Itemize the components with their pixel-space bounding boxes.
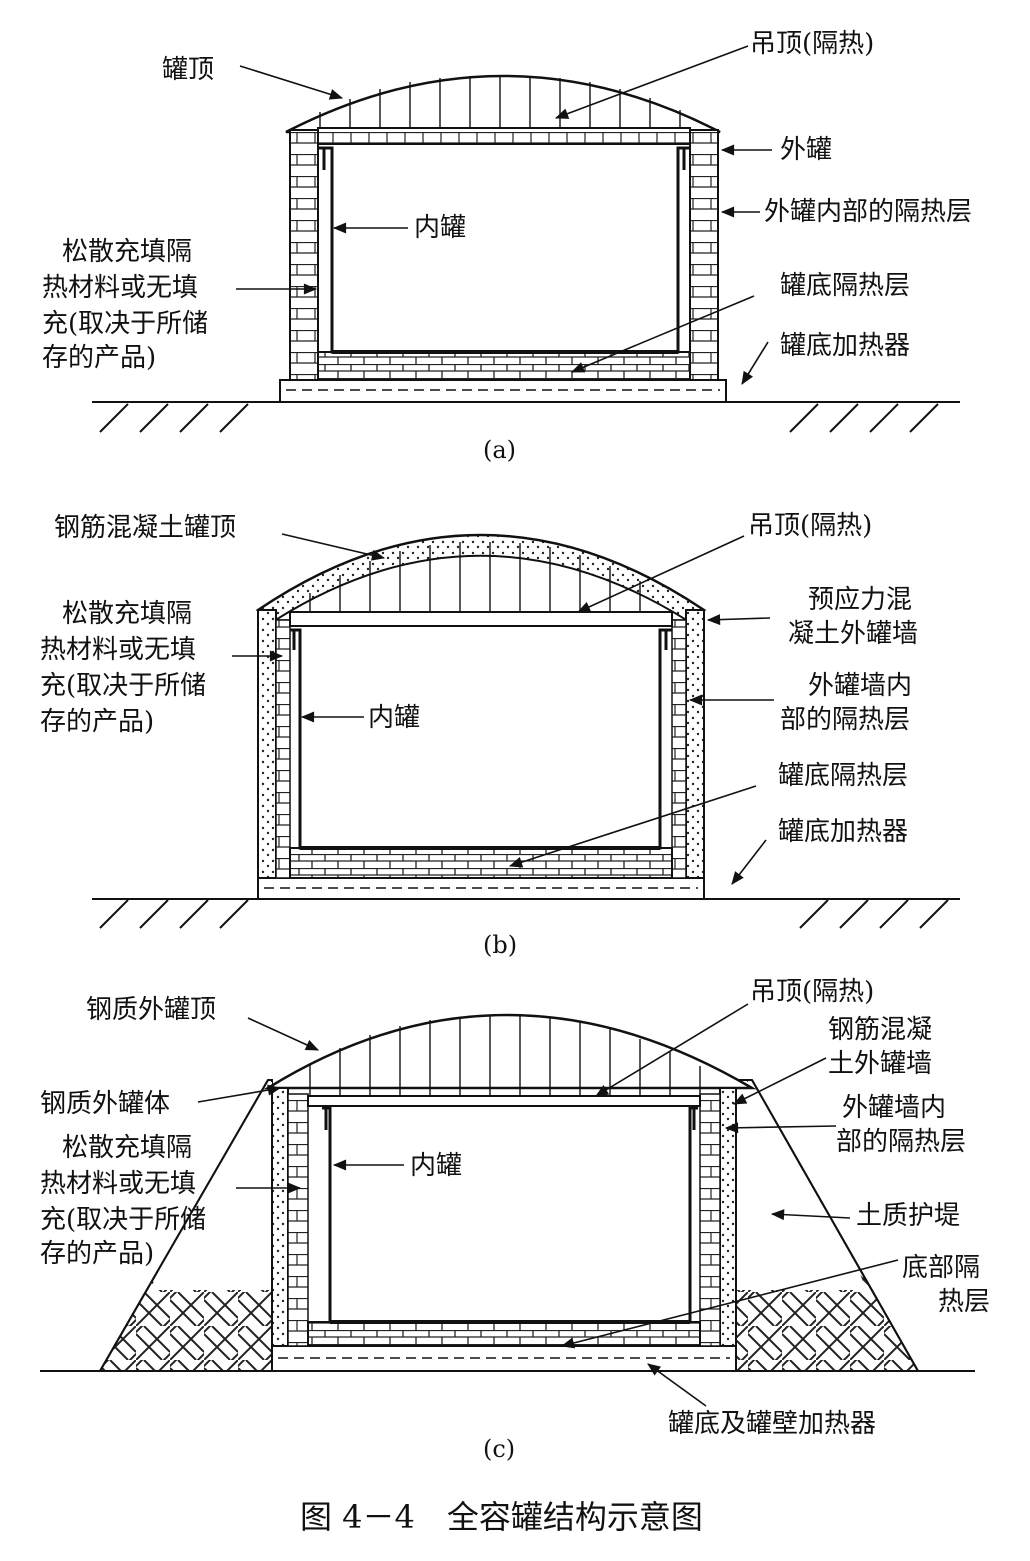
wall-insulation-right-b	[671, 619, 687, 879]
label-loose-fill-c: 松散充填隔 热材料或无填 充(取决于所储 存的产品)	[40, 1133, 214, 1269]
label-rc-roof-b: 钢筋混凝土罐顶	[54, 513, 236, 543]
panel-tag-c: (c)	[483, 1435, 515, 1463]
panel-tag-a: (a)	[483, 436, 516, 464]
label-bottom-insulation-c: 底部隔 热层	[902, 1253, 990, 1317]
panel-tag-b: (b)	[483, 931, 517, 959]
label-bottom-insulation-a: 罐底隔热层	[780, 271, 910, 301]
wall-insulation-left-b	[275, 619, 291, 879]
ground-b	[92, 898, 960, 929]
label-inner-tank-c: 内罐	[410, 1151, 462, 1181]
foundation-slab-a	[279, 379, 727, 403]
label-inner-tank-a: 内罐	[414, 213, 466, 243]
panel-b: 钢筋混凝土罐顶 吊顶(隔热) 预应力混 凝土外罐墙 外罐墙内 部的隔热层 内罐 …	[40, 511, 960, 959]
label-roof-a: 罐顶	[162, 55, 214, 85]
label-suspended-deck-c: 吊顶(隔热)	[750, 977, 874, 1007]
leaders-b	[232, 533, 774, 885]
label-suspended-deck-a: 吊顶(隔热)	[750, 29, 874, 59]
label-bottom-heater-b: 罐底加热器	[778, 817, 908, 847]
label-earth-bund-c: 土质护堤	[856, 1201, 960, 1231]
prestressed-wall-right-b	[685, 609, 705, 879]
tank-roof-a	[285, 74, 721, 134]
wall-insulation-right-c	[699, 1093, 721, 1347]
label-steel-roof-c: 钢质外罐顶	[86, 995, 216, 1025]
label-suspended-deck-b: 吊顶(隔热)	[748, 511, 872, 541]
label-wall-insulation-b: 外罐墙内 部的隔热层	[780, 671, 920, 735]
label-rc-wall-c: 钢筋混凝 土外罐墙	[828, 1015, 940, 1079]
label-wall-insulation-c: 外罐墙内 部的隔热层	[836, 1093, 966, 1157]
label-inner-tank-b: 内罐	[368, 703, 420, 733]
outer-wall-right-a	[689, 129, 719, 381]
suspended-deck-c	[307, 1095, 701, 1107]
bottom-insulation-c	[307, 1321, 701, 1347]
outer-wall-left-a	[289, 129, 319, 381]
label-bottom-heater-a: 罐底加热器	[780, 331, 910, 361]
label-loose-fill-a: 松散充填隔 热材料或无填 充(取决于所储 存的产品)	[42, 237, 216, 373]
rc-wall-left-c	[271, 1087, 289, 1347]
label-bottom-insulation-b: 罐底隔热层	[778, 761, 908, 791]
label-outer-tank-a: 外罐	[780, 135, 832, 165]
leaders-a	[236, 45, 772, 385]
inner-tank-b	[290, 628, 672, 850]
label-steel-shell-c: 钢质外罐体	[40, 1089, 170, 1119]
leaders-c	[197, 1003, 899, 1407]
label-heater-c: 罐底及罐壁加热器	[668, 1409, 876, 1439]
inner-tank-a	[318, 146, 690, 354]
figure-caption: 图 4－4 全容罐结构示意图	[300, 1498, 703, 1536]
prestressed-wall-left-b	[257, 609, 277, 879]
suspended-deck-b	[289, 611, 673, 627]
panel-a: 罐顶 吊顶(隔热) 外罐 外罐内部的隔热层 内罐 松散充填隔 热材料或无填 充(…	[42, 29, 972, 464]
ground-a	[92, 401, 960, 433]
bottom-insulation-a	[317, 351, 691, 381]
panel-c: 钢质外罐顶 吊顶(隔热) 钢筋混凝 土外罐墙 钢质外罐体 外罐墙内 部的隔热层 …	[40, 977, 990, 1463]
wall-insulation-left-c	[287, 1093, 309, 1347]
steel-roof-c	[263, 1013, 757, 1090]
label-outer-insulation-a: 外罐内部的隔热层	[764, 197, 972, 227]
label-prestressed-wall-b: 预应力混 凝土外罐墙	[788, 585, 920, 649]
inner-tank-c	[322, 1106, 698, 1324]
label-loose-fill-b: 松散充填隔 热材料或无填 充(取决于所储 存的产品)	[40, 599, 214, 737]
suspended-deck-a	[317, 127, 691, 145]
rc-wall-right-c	[719, 1087, 737, 1347]
bottom-insulation-b	[289, 847, 673, 879]
